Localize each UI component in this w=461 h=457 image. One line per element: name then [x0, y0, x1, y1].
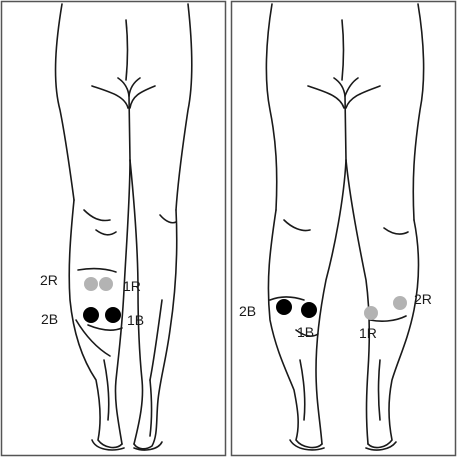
body-outline	[56, 4, 192, 450]
legs-figure-left	[0, 0, 228, 457]
marker-label: 2R	[40, 273, 58, 287]
electrode-markers-right	[276, 296, 407, 320]
marker-1r	[364, 306, 378, 320]
marker-2b	[276, 299, 292, 315]
marker-1b	[105, 307, 121, 323]
electrode-markers-left	[83, 277, 121, 323]
marker-label: 1R	[359, 326, 377, 340]
body-outline	[266, 4, 423, 450]
marker-1r	[99, 277, 113, 291]
right-panel: 2B 1B 1R 2R	[230, 0, 458, 457]
legs-figure-right	[230, 0, 458, 457]
marker-label: 1R	[123, 279, 141, 293]
marker-label: 2B	[239, 304, 256, 318]
marker-label: 1B	[297, 325, 314, 339]
marker-2r	[84, 277, 98, 291]
marker-2r	[393, 296, 407, 310]
marker-1b	[301, 302, 317, 318]
marker-label: 1B	[127, 313, 144, 327]
marker-label: 2R	[414, 292, 432, 306]
marker-2b	[83, 307, 99, 323]
marker-label: 2B	[41, 312, 58, 326]
left-panel: 2R 1R 2B 1B	[0, 0, 228, 457]
